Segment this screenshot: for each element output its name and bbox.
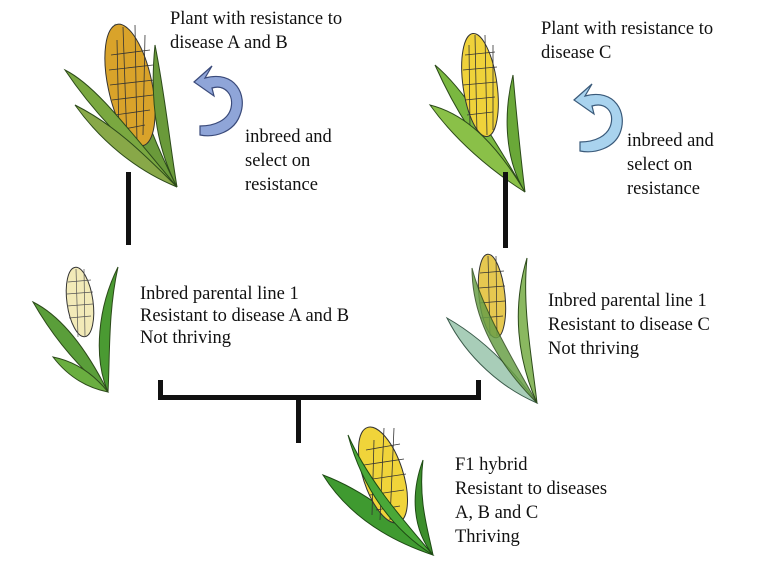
- connector-right-vertical: [503, 172, 508, 248]
- text-line: Not thriving: [548, 339, 639, 359]
- text-line: disease C: [541, 43, 612, 63]
- inbred-line-ab-label: Inbred parental line 1 Resistant to dise…: [140, 283, 349, 349]
- plant-ab-label: Plant with resistance to disease A and B: [170, 7, 342, 55]
- text-line: Plant with resistance to: [170, 9, 343, 29]
- inbreed-step-right-label: inbreed and select on resistance: [627, 129, 714, 201]
- inbreed-step-left-label: inbreed and select on resistance: [245, 125, 332, 197]
- curved-arrow-icon: [573, 83, 623, 153]
- plant-c-label: Plant with resistance to disease C: [541, 17, 713, 65]
- corn-plant-disease-c-icon: [428, 32, 526, 193]
- text-line: Thriving: [455, 527, 520, 547]
- connector-left-vertical: [126, 172, 131, 245]
- text-line: inbreed and: [627, 131, 714, 151]
- text-line: Not thriving: [140, 328, 231, 348]
- text-line: A, B and C: [455, 503, 539, 523]
- cross-bracket-horizontal: [158, 395, 481, 400]
- corn-plant-disease-ab-icon: [63, 23, 178, 188]
- inbred-line-c-label: Inbred parental line 1 Resistant to dise…: [548, 289, 710, 361]
- corn-inbred-line-ab-icon: [31, 266, 119, 393]
- text-line: resistance: [245, 175, 318, 195]
- cross-stem: [296, 397, 301, 443]
- text-line: Resistant to disease C: [548, 315, 710, 335]
- f1-hybrid-label: F1 hybrid Resistant to diseases A, B and…: [455, 453, 607, 549]
- text-line: select on: [245, 151, 311, 171]
- text-line: Plant with resistance to: [541, 19, 714, 39]
- text-line: F1 hybrid: [455, 455, 528, 475]
- text-line: Inbred parental line 1: [140, 284, 299, 304]
- text-line: resistance: [627, 179, 700, 199]
- cross-bracket-left: [158, 380, 163, 398]
- text-line: disease A and B: [170, 33, 288, 53]
- text-line: inbreed and: [245, 127, 332, 147]
- corn-f1-hybrid-icon: [321, 426, 435, 557]
- text-line: Resistant to diseases: [455, 479, 608, 499]
- text-line: Resistant to disease A and B: [140, 306, 350, 326]
- cross-bracket-right: [476, 380, 481, 398]
- corn-inbred-line-c-icon: [445, 253, 539, 405]
- text-line: select on: [627, 155, 693, 175]
- text-line: Inbred parental line 1: [548, 291, 707, 311]
- curved-arrow-icon: [193, 65, 243, 137]
